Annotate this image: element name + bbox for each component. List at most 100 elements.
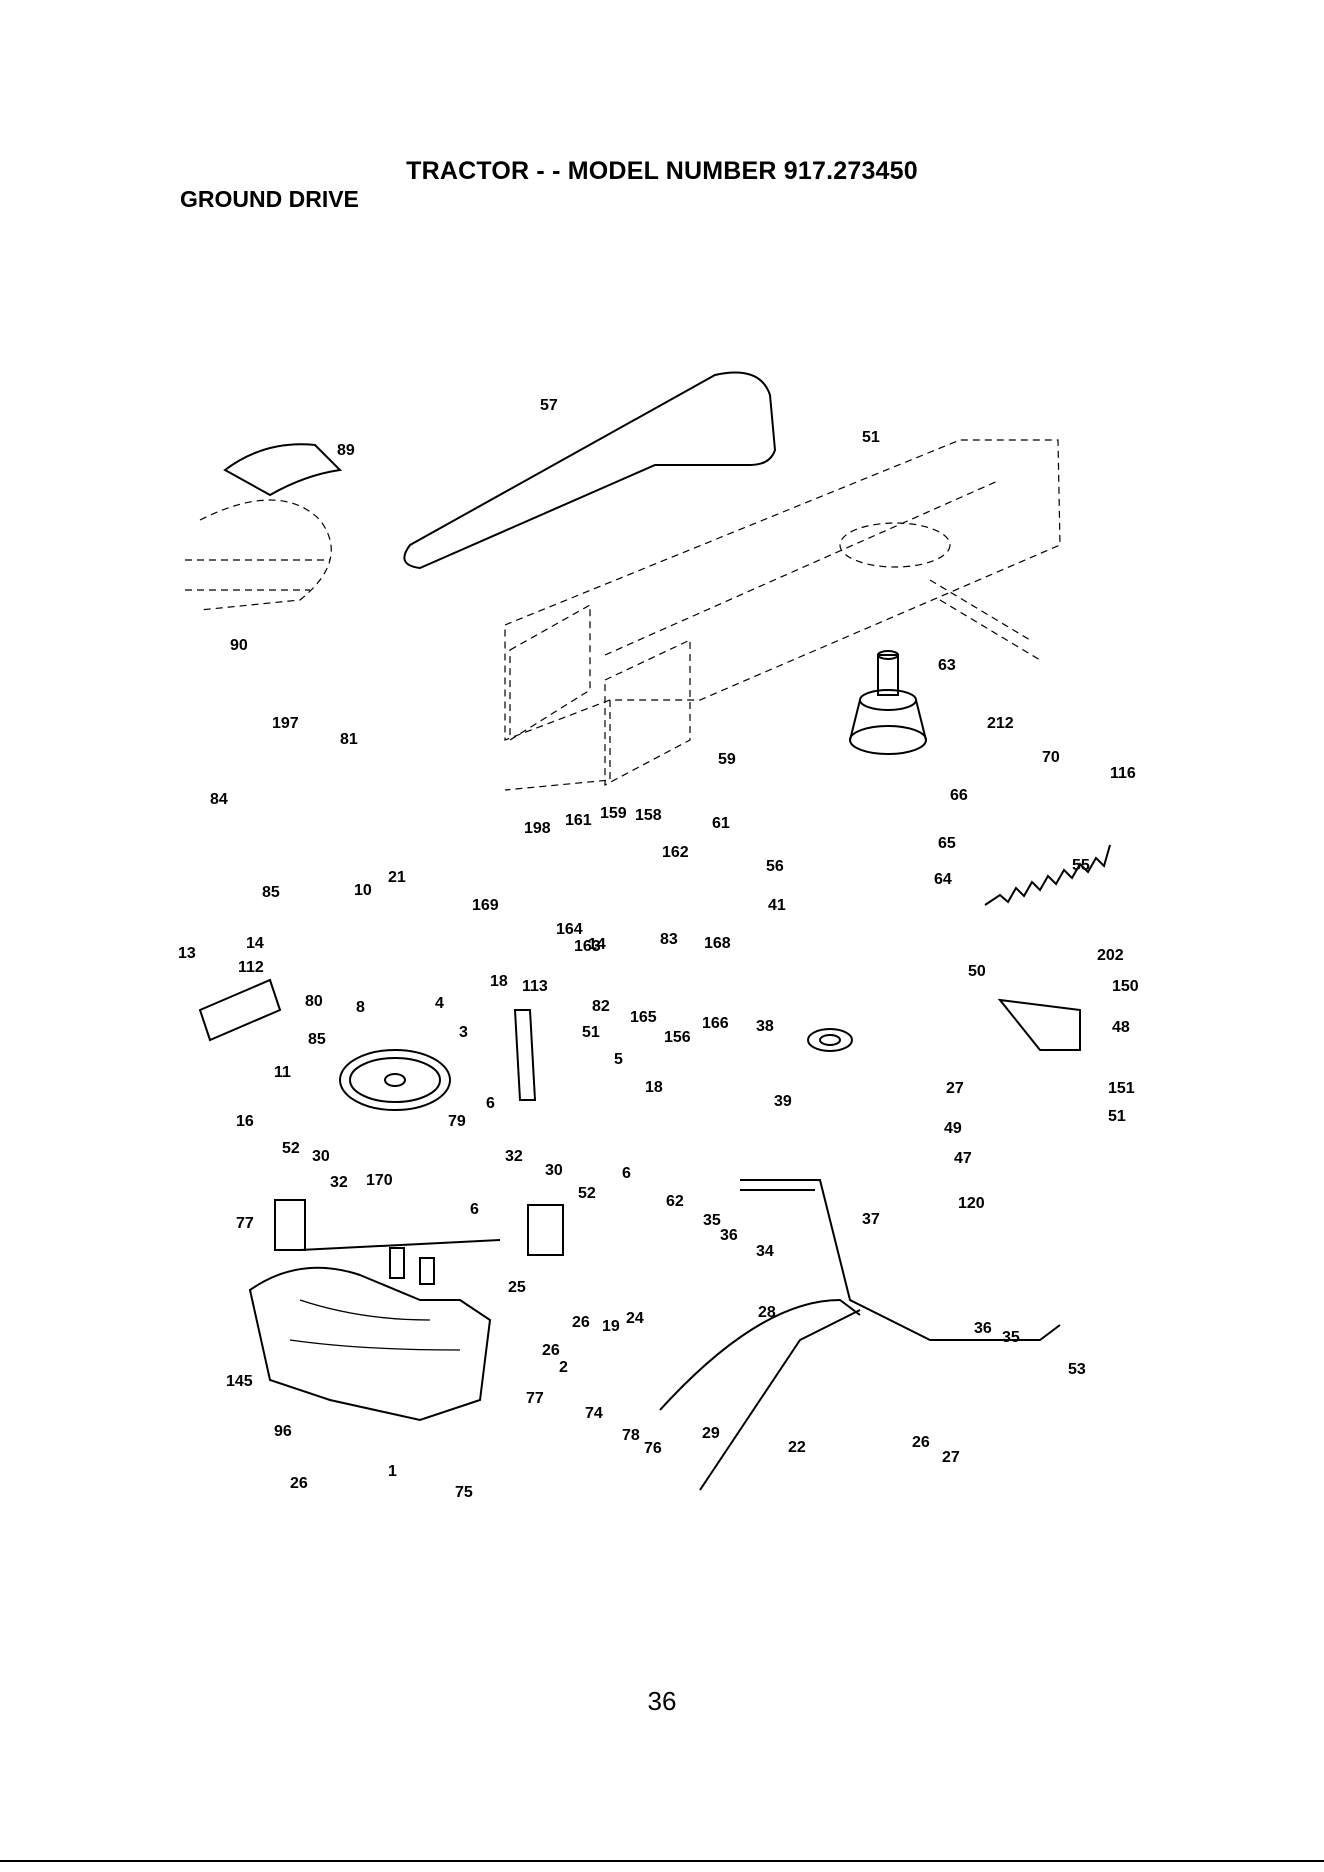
callout-c8: 8	[356, 999, 365, 1016]
page-title: TRACTOR - - MODEL NUMBER 917.273450	[406, 157, 918, 185]
callout-c35a: 35	[703, 1212, 721, 1229]
callout-c27a: 27	[946, 1080, 964, 1097]
callout-c212: 212	[987, 715, 1014, 732]
callout-c30b: 30	[545, 1162, 563, 1179]
callout-c90: 90	[230, 637, 248, 654]
callout-c63: 63	[938, 657, 956, 674]
callout-c70: 70	[1042, 749, 1060, 766]
callout-c51a: 51	[862, 429, 880, 446]
callout-c161: 161	[565, 812, 592, 829]
callout-c83: 83	[660, 931, 678, 948]
callout-c32b: 32	[505, 1148, 523, 1165]
callout-c27b: 27	[942, 1449, 960, 1466]
callout-c51c: 51	[1108, 1108, 1126, 1125]
callout-c34: 34	[756, 1243, 774, 1260]
callout-c3: 3	[459, 1024, 468, 1041]
callout-c26d: 26	[290, 1475, 308, 1492]
transaxle	[248, 1247, 492, 1422]
spring	[984, 844, 1111, 906]
callout-c66: 66	[950, 787, 968, 804]
callout-c79: 79	[448, 1113, 466, 1130]
callout-c163: 163	[574, 938, 601, 955]
callout-c39: 39	[774, 1093, 792, 1110]
callout-c25: 25	[508, 1279, 526, 1296]
callout-c57: 57	[540, 397, 558, 414]
callout-c164: 164	[556, 921, 583, 938]
callout-c14a: 14	[588, 936, 606, 953]
callout-c89: 89	[337, 442, 355, 459]
callout-c41: 41	[768, 897, 786, 914]
linkage-rods	[299, 1179, 1061, 1491]
callout-c4: 4	[435, 995, 444, 1012]
callout-c112: 112	[238, 959, 264, 976]
section-subtitle: GROUND DRIVE	[180, 186, 359, 212]
callout-c81: 81	[340, 731, 358, 748]
callout-c170: 170	[366, 1172, 393, 1189]
callout-c85b: 85	[308, 1031, 326, 1048]
callout-c51b: 51	[582, 1024, 600, 1041]
callout-c113: 113	[522, 978, 548, 995]
callout-c197: 197	[272, 715, 299, 732]
callout-c48: 48	[1112, 1019, 1130, 1036]
callout-c30a: 30	[312, 1148, 330, 1165]
callout-c53: 53	[1068, 1361, 1086, 1378]
callout-c74: 74	[585, 1405, 603, 1422]
callout-c11: 11	[274, 1064, 291, 1081]
callout-c64: 64	[934, 871, 952, 888]
callout-c50: 50	[968, 963, 986, 980]
callout-c47: 47	[954, 1150, 972, 1167]
callout-c6b: 6	[622, 1165, 631, 1182]
bottom-rule	[0, 1860, 1324, 1862]
callout-c36b: 36	[974, 1320, 992, 1337]
callout-c151: 151	[1108, 1080, 1135, 1097]
seat-area	[185, 443, 343, 611]
callout-c32a: 32	[330, 1174, 348, 1191]
callout-c1: 1	[388, 1463, 397, 1480]
callout-c26c: 26	[912, 1434, 930, 1451]
callout-c80: 80	[305, 993, 323, 1010]
callout-c168: 168	[704, 935, 731, 952]
callout-c61: 61	[712, 815, 730, 832]
side-panels	[509, 603, 691, 786]
callout-c14b: 14	[246, 935, 264, 952]
callout-c56: 56	[766, 858, 784, 875]
callout-c158: 158	[635, 807, 662, 824]
engine-pulley	[849, 650, 927, 755]
callout-c21: 21	[388, 869, 406, 886]
callout-c116: 116	[1110, 765, 1136, 782]
callout-c166: 166	[702, 1015, 729, 1032]
callout-c84: 84	[210, 791, 228, 808]
callout-c59: 59	[718, 751, 736, 768]
callout-c28: 28	[758, 1304, 776, 1321]
callout-c52a: 52	[282, 1140, 300, 1157]
callout-c24: 24	[626, 1310, 644, 1327]
callout-c18b: 18	[645, 1079, 663, 1096]
callout-c52b: 52	[578, 1185, 596, 1202]
callout-c5: 5	[614, 1051, 623, 1068]
callout-c77b: 77	[526, 1390, 544, 1407]
callout-c65: 65	[938, 835, 956, 852]
callout-c165: 165	[630, 1009, 657, 1026]
callout-c19: 19	[602, 1318, 620, 1335]
callout-c18a: 18	[490, 973, 508, 990]
callout-c36a: 36	[720, 1227, 738, 1244]
callout-c82: 82	[592, 998, 610, 1015]
callout-c38: 38	[756, 1018, 774, 1035]
callout-c29: 29	[702, 1425, 720, 1442]
callout-c62: 62	[666, 1193, 684, 1210]
callout-c22: 22	[788, 1439, 806, 1456]
callout-c162: 162	[662, 844, 689, 861]
callout-c13: 13	[178, 945, 196, 962]
callout-c156: 156	[664, 1029, 691, 1046]
callout-c75: 75	[455, 1484, 473, 1501]
transmission-pulley	[339, 1049, 451, 1111]
callout-c35b: 35	[1002, 1329, 1020, 1346]
callout-c26b: 26	[542, 1342, 560, 1359]
callout-c78: 78	[622, 1427, 640, 1444]
callout-c55: 55	[1072, 857, 1090, 874]
callout-c150: 150	[1112, 978, 1139, 995]
callout-c16: 16	[236, 1113, 254, 1130]
callout-c169: 169	[472, 897, 499, 914]
page-number: 36	[647, 1686, 677, 1716]
